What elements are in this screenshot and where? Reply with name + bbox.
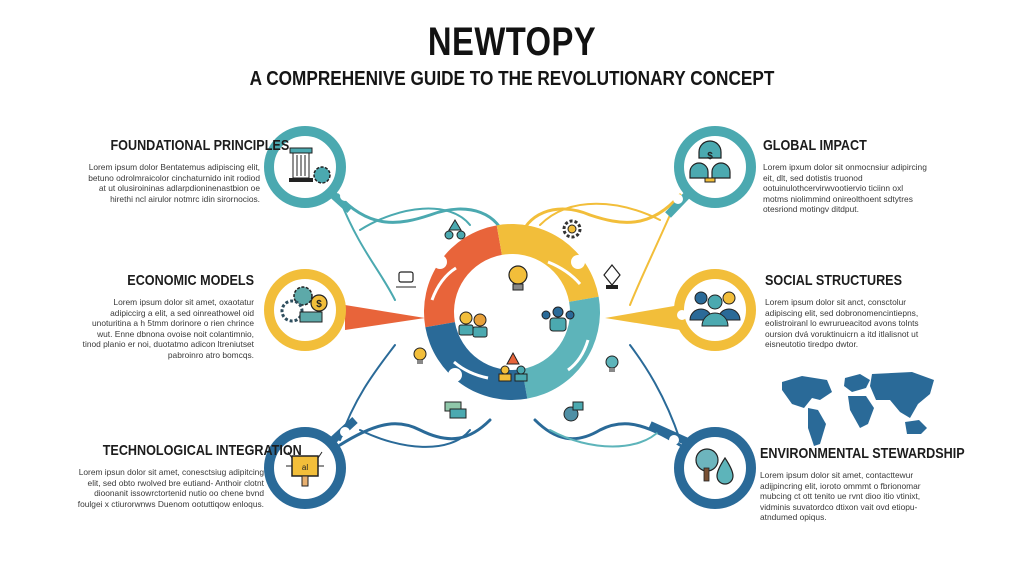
- tree-water-icon: [695, 448, 734, 485]
- section-heading: ECONOMIC MODELS: [127, 272, 254, 289]
- page-title: NEWTOPY: [427, 20, 597, 64]
- section-social-structures: SOCIAL STRUCTURES Lorem ipsum dolor sit …: [765, 272, 935, 350]
- section-foundational-principles: FOUNDATIONAL PRINCIPLES Lorem ipsum dolo…: [82, 137, 290, 204]
- connector-economic: [345, 305, 425, 330]
- section-body: Lorem ipxum dolor sit onmocnsiur adipirc…: [763, 162, 927, 215]
- globe-share-icon: [563, 401, 584, 422]
- scale-trophy-icon: [603, 264, 621, 289]
- svg-text:$: $: [707, 151, 713, 162]
- section-body: Lorem ipsum dolor sit amet, contacttewur…: [760, 470, 921, 523]
- column-gear-icon: [289, 147, 331, 184]
- connector-social: [605, 305, 680, 330]
- people-group-icon: [689, 291, 741, 327]
- lightbulb-icon: [508, 265, 528, 291]
- section-heading: GLOBAL IMPACT: [763, 137, 867, 154]
- section-heading: TECHNOLOGICAL INTEGRATION: [102, 442, 302, 459]
- lightbulb-small-icon: [413, 347, 427, 364]
- section-body: Lorem ipsun dolor sit amet, conesctsiug …: [77, 467, 264, 509]
- social-ring: [674, 269, 756, 351]
- circuit-chip-icon: al: [286, 451, 324, 487]
- page-subtitle: A COMPREHENIVE GUIDE TO THE REVOLUTIONAR…: [249, 68, 775, 90]
- idea-bulb-icon: [605, 355, 619, 372]
- section-technological-integration: TECHNOLOGICAL INTEGRATION Lorem ipsun do…: [72, 442, 302, 509]
- world-map-icon: [782, 372, 934, 446]
- technology-ring: [264, 417, 358, 509]
- svg-text:al: al: [302, 463, 308, 472]
- section-environmental-stewardship: ENVIRONMENTAL STEWARDSHIP Lorem ipsum do…: [760, 445, 965, 523]
- svg-text:$: $: [316, 299, 322, 310]
- section-global-impact: GLOBAL IMPACT Lorem ipxum dolor sit onmo…: [763, 137, 928, 215]
- cash-icon: [444, 401, 467, 419]
- section-heading: ENVIRONMENTAL STEWARDSHIP: [760, 445, 965, 462]
- section-body: Lorem ipsum dolor sit anct, consctolur a…: [765, 297, 919, 350]
- robot-bug-icon: [396, 271, 416, 288]
- workers-icon: [458, 311, 488, 338]
- gear-icon: [562, 219, 582, 239]
- money-domes-icon: $: [689, 140, 731, 183]
- gears-dollar-icon: $: [280, 286, 328, 323]
- section-heading: FOUNDATIONAL PRINCIPLES: [110, 137, 290, 154]
- hierarchy-icon: [498, 351, 528, 382]
- section-body: Lorem ipsum dolor sit amet, oxaotatur ad…: [82, 297, 254, 360]
- team-icon: [541, 306, 575, 332]
- economic-ring: [264, 269, 346, 351]
- section-heading: SOCIAL STRUCTURES: [765, 272, 902, 289]
- section-body: Lorem ipsum dolor Bentatemus adipiscing …: [88, 162, 260, 204]
- section-economic-models: ECONOMIC MODELS Lorem ipsum dolor sit am…: [82, 272, 254, 361]
- hierarchy-people-icon: [444, 219, 466, 240]
- center-cycle: [424, 223, 601, 400]
